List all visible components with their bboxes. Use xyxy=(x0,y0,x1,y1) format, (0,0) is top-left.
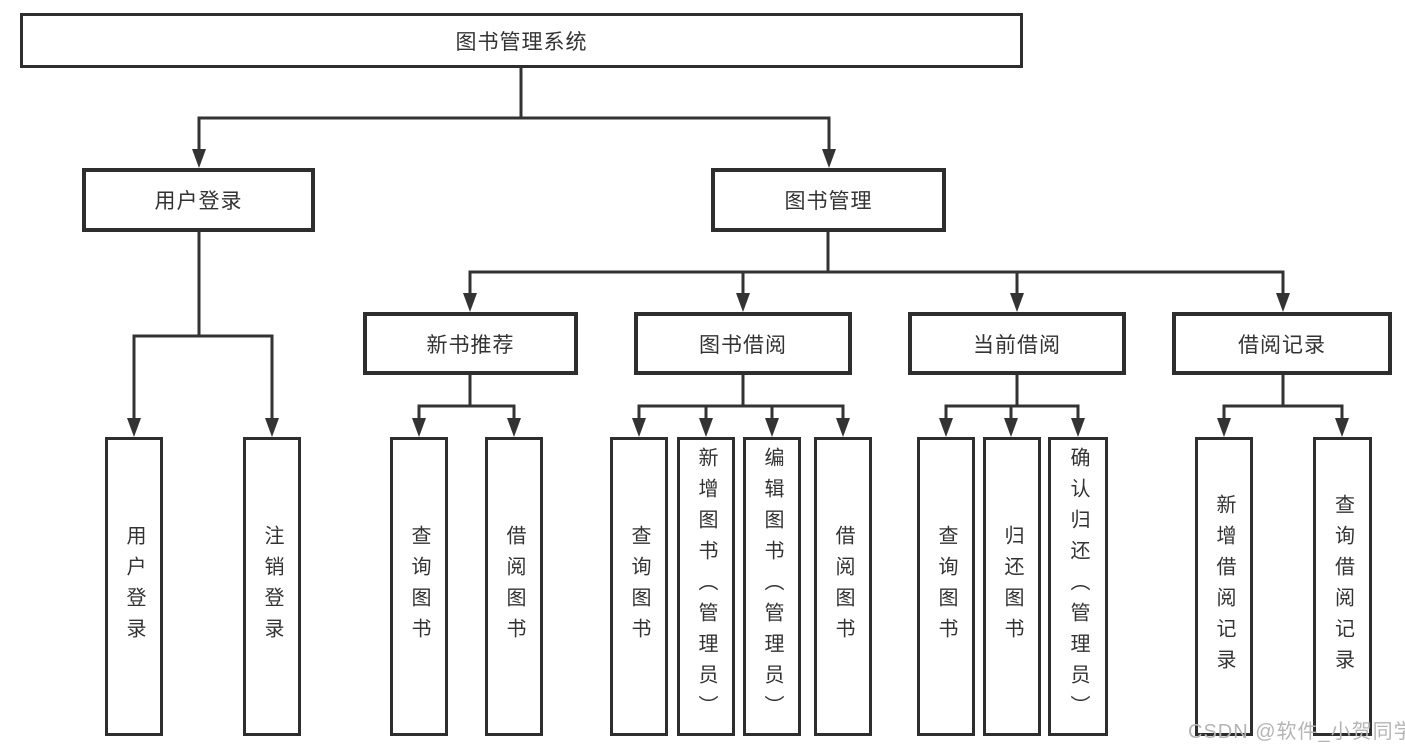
arrowhead-br-add-record xyxy=(1217,418,1231,437)
node-book-borrowing: 图书借阅 xyxy=(634,312,852,375)
leaf-bb-add-books-admin-label: 新增图书（管理员） xyxy=(695,447,717,726)
leaf-cb-query-books: 查询图书 xyxy=(917,437,975,736)
arrowhead-user-login xyxy=(192,149,206,168)
arrowhead-br-query-record xyxy=(1335,418,1349,437)
watermark: CSDN @软件_小贺同学 xyxy=(1188,721,1405,743)
leaf-cb-return-books: 归还图书 xyxy=(983,437,1041,736)
leaf-logout: 注销登录 xyxy=(243,437,301,736)
leaf-user-login-label: 用户登录 xyxy=(123,524,145,649)
leaf-br-query-record: 查询借阅记录 xyxy=(1313,437,1372,736)
arrowhead-bb-add-books xyxy=(699,418,713,437)
node-book-management-label: 图书管理 xyxy=(784,190,873,213)
arrowhead-bb-query-books xyxy=(632,418,646,437)
node-new-book-recommendation: 新书推荐 xyxy=(363,312,578,375)
connector-book-mgmt-to-level3 xyxy=(463,230,1290,312)
connector-root-to-level2 xyxy=(192,66,836,168)
arrowhead-leaf-logout xyxy=(265,418,279,437)
leaf-rec-borrow-books: 借阅图书 xyxy=(485,437,543,736)
node-current-borrowing-label: 当前借阅 xyxy=(973,333,1061,357)
arrowhead-leaf-user-login xyxy=(127,418,141,437)
leaf-rec-borrow-books-label: 借阅图书 xyxy=(503,524,525,649)
connector-user-login-to-leaves xyxy=(127,230,279,437)
node-library-system-label: 图书管理系统 xyxy=(455,30,588,54)
leaf-bb-edit-books-admin-label: 编辑图书（管理员） xyxy=(761,447,783,726)
leaf-cb-return-books-label: 归还图书 xyxy=(1001,524,1023,649)
arrowhead-cb-confirm-return xyxy=(1071,418,1085,437)
leaf-bb-edit-books-admin: 编辑图书（管理员） xyxy=(743,437,801,736)
node-borrowing-records: 借阅记录 xyxy=(1172,312,1392,375)
leaf-cb-confirm-return-admin-label: 确认归还（管理员） xyxy=(1067,447,1089,726)
arrowhead-book-mgmt xyxy=(822,149,836,168)
leaf-br-add-record-label: 新增借阅记录 xyxy=(1213,493,1235,680)
node-book-borrowing-label: 图书借阅 xyxy=(699,333,787,357)
leaf-cb-confirm-return-admin: 确认归还（管理员） xyxy=(1048,437,1108,736)
connector-borrow-records-to-leaves xyxy=(1217,373,1349,437)
leaf-user-login: 用户登录 xyxy=(105,437,163,736)
leaf-bb-add-books-admin: 新增图书（管理员） xyxy=(677,437,735,736)
leaf-cb-query-books-label: 查询图书 xyxy=(935,524,957,649)
leaf-rec-query-books-label: 查询图书 xyxy=(408,524,430,649)
connector-new-book-rec-to-leaves xyxy=(412,373,521,437)
arrowhead-new-book-rec xyxy=(463,293,477,312)
leaf-bb-query-books-label: 查询图书 xyxy=(628,524,650,649)
node-current-borrowing: 当前借阅 xyxy=(908,312,1126,375)
leaf-br-add-record: 新增借阅记录 xyxy=(1195,437,1253,736)
arrowhead-bb-borrow-books xyxy=(836,418,850,437)
arrowhead-current-borrow xyxy=(1010,293,1024,312)
leaf-bb-borrow-books-label: 借阅图书 xyxy=(832,524,854,649)
arrowhead-rec-borrow-books xyxy=(507,418,521,437)
arrowhead-cb-return-books xyxy=(1004,418,1018,437)
arrowhead-book-borrow xyxy=(736,293,750,312)
node-user-login: 用户登录 xyxy=(82,168,315,232)
node-book-management: 图书管理 xyxy=(711,168,946,232)
leaf-rec-query-books: 查询图书 xyxy=(390,437,448,736)
arrowhead-borrow-records xyxy=(1276,293,1290,312)
connector-book-borrow-to-leaves xyxy=(632,373,850,437)
leaf-logout-label: 注销登录 xyxy=(261,524,283,649)
arrowhead-cb-query-books xyxy=(939,418,953,437)
arrowhead-rec-query-books xyxy=(412,418,426,437)
arrowhead-bb-edit-books xyxy=(765,418,779,437)
node-new-book-recommendation-label: 新书推荐 xyxy=(426,333,515,357)
leaf-bb-borrow-books: 借阅图书 xyxy=(814,437,872,736)
node-library-system: 图书管理系统 xyxy=(20,13,1023,68)
leaf-br-query-record-label: 查询借阅记录 xyxy=(1331,493,1354,680)
connector-current-borrow-to-leaves xyxy=(939,373,1085,437)
leaf-bb-query-books: 查询图书 xyxy=(610,437,668,736)
node-user-login-label: 用户登录 xyxy=(154,190,243,213)
node-borrowing-records-label: 借阅记录 xyxy=(1238,333,1326,357)
